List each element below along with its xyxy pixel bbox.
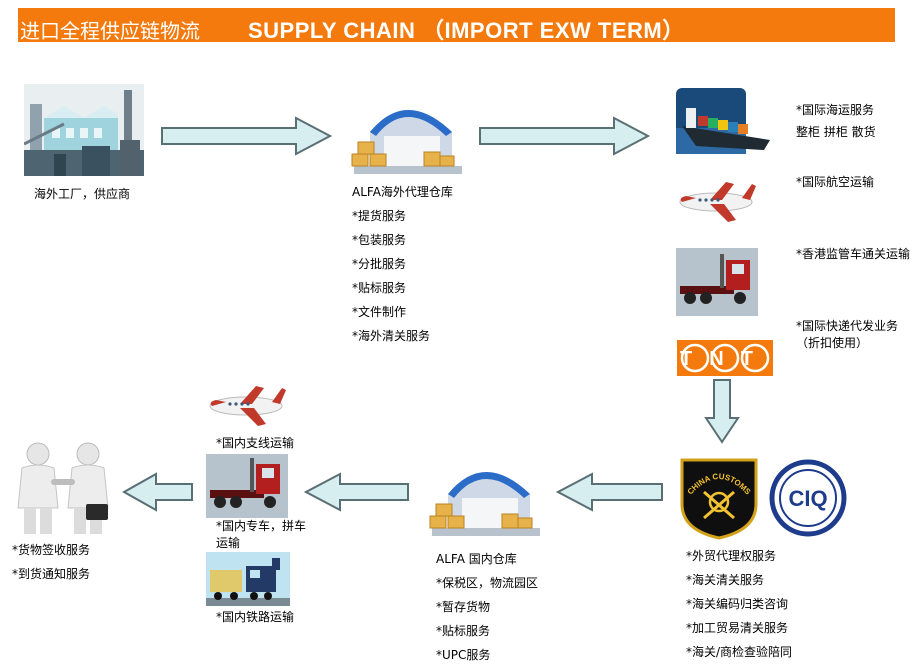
arrow-left-3: [122, 472, 194, 512]
receiver-services: *货物签收服务 *到货通知服务: [12, 538, 90, 586]
tnt-logo: TNT: [677, 340, 773, 376]
domestic-warehouse-label: ALFA 国内仓库: [436, 552, 517, 566]
overseas-service-item: *分批服务: [352, 257, 407, 271]
cargo-ship-icon: [676, 88, 770, 156]
domestic-service-item: *保税区，物流园区: [436, 576, 539, 590]
domestic-service-item: *贴标服务: [436, 624, 491, 638]
intl-air-label: *国际航空运输: [796, 175, 875, 189]
title-chinese: 进口全程供应链物流: [20, 19, 200, 43]
domestic-air-label: *国内支线运输: [216, 436, 295, 450]
overseas-warehouse-label: ALFA海外代理仓库: [352, 185, 453, 199]
domestic-warehouse-icon: [428, 454, 540, 538]
overseas-service-item: *提货服务: [352, 209, 407, 223]
train-icon: [206, 552, 290, 606]
tnt-logo-text: TNT: [680, 348, 770, 370]
overseas-service-item: *文件制作: [352, 305, 407, 319]
overseas-service-item: *海外清关服务: [352, 329, 431, 343]
express-text: *国际快递代发业务 （折扣使用）: [796, 318, 898, 352]
handshake-icon: [8, 438, 118, 534]
domestic-truck-label: *国内专车，拼车: [216, 519, 307, 533]
domestic-airplane-icon: [206, 380, 288, 430]
airplane-icon: [676, 176, 758, 226]
express-label: *国际快递代发业务: [796, 319, 899, 333]
domestic-service-item: *暂存货物: [436, 600, 491, 614]
arrow-left-2: [304, 472, 410, 512]
ciq-logo: CIQ: [768, 458, 848, 538]
overseas-warehouse-services: ALFA海外代理仓库 *提货服务 *包装服务 *分批服务 *贴标服务 *文件制作…: [352, 180, 453, 348]
domestic-truck-icon: [206, 454, 288, 518]
sea-freight-text: *国际海运服务 整柜 拼柜 散货: [796, 102, 876, 141]
arrow-down: [704, 378, 740, 444]
overseas-service-item: *包装服务: [352, 233, 407, 247]
customs-services: *外贸代理权服务 *海关清关服务 *海关编码归类咨询 *加工贸易清关服务 *海关…: [686, 544, 792, 664]
domestic-rail-label: *国内铁路运输: [216, 610, 295, 624]
sea-freight-detail: 整柜 拼柜 散货: [796, 125, 876, 139]
overseas-warehouse-icon: [350, 92, 462, 176]
receiver-service-item: *货物签收服务: [12, 543, 91, 557]
customs-service-item: *加工贸易清关服务: [686, 621, 789, 635]
receiver-service-item: *到货通知服务: [12, 567, 91, 581]
overseas-service-item: *贴标服务: [352, 281, 407, 295]
hk-truck-icon: [676, 248, 758, 316]
china-customs-badge: CHINA CUSTOMS: [676, 456, 762, 540]
domestic-warehouse-services: ALFA 国内仓库 *保税区，物流园区 *暂存货物 *贴标服务 *UPC服务: [436, 547, 538, 667]
express-note: （折扣使用）: [796, 336, 869, 350]
customs-service-item: *外贸代理权服务: [686, 549, 777, 563]
domestic-truck-text: *国内专车，拼车 运输: [216, 518, 306, 552]
hk-truck-label: *香港监管车通关运输: [796, 247, 911, 261]
domestic-truck-label-cont: 运输: [216, 536, 241, 550]
customs-service-item: *海关/商检查验陪同: [686, 645, 793, 659]
factory-label: 海外工厂，供应商: [34, 187, 131, 201]
arrow-right-2: [478, 116, 650, 156]
customs-service-item: *海关编码归类咨询: [686, 597, 789, 611]
title-bar: 进口全程供应链物流 SUPPLY CHAIN （IMPORT EXW TERM）: [18, 8, 895, 43]
customs-service-item: *海关清关服务: [686, 573, 765, 587]
ciq-logo-text: CIQ: [788, 486, 827, 511]
domestic-service-item: *UPC服务: [436, 648, 491, 662]
arrow-left-1: [556, 472, 664, 512]
sea-freight-label: *国际海运服务: [796, 103, 875, 117]
title-english: SUPPLY CHAIN （IMPORT EXW TERM）: [248, 18, 685, 43]
factory-icon: [24, 84, 144, 176]
arrow-right-1: [160, 116, 332, 156]
